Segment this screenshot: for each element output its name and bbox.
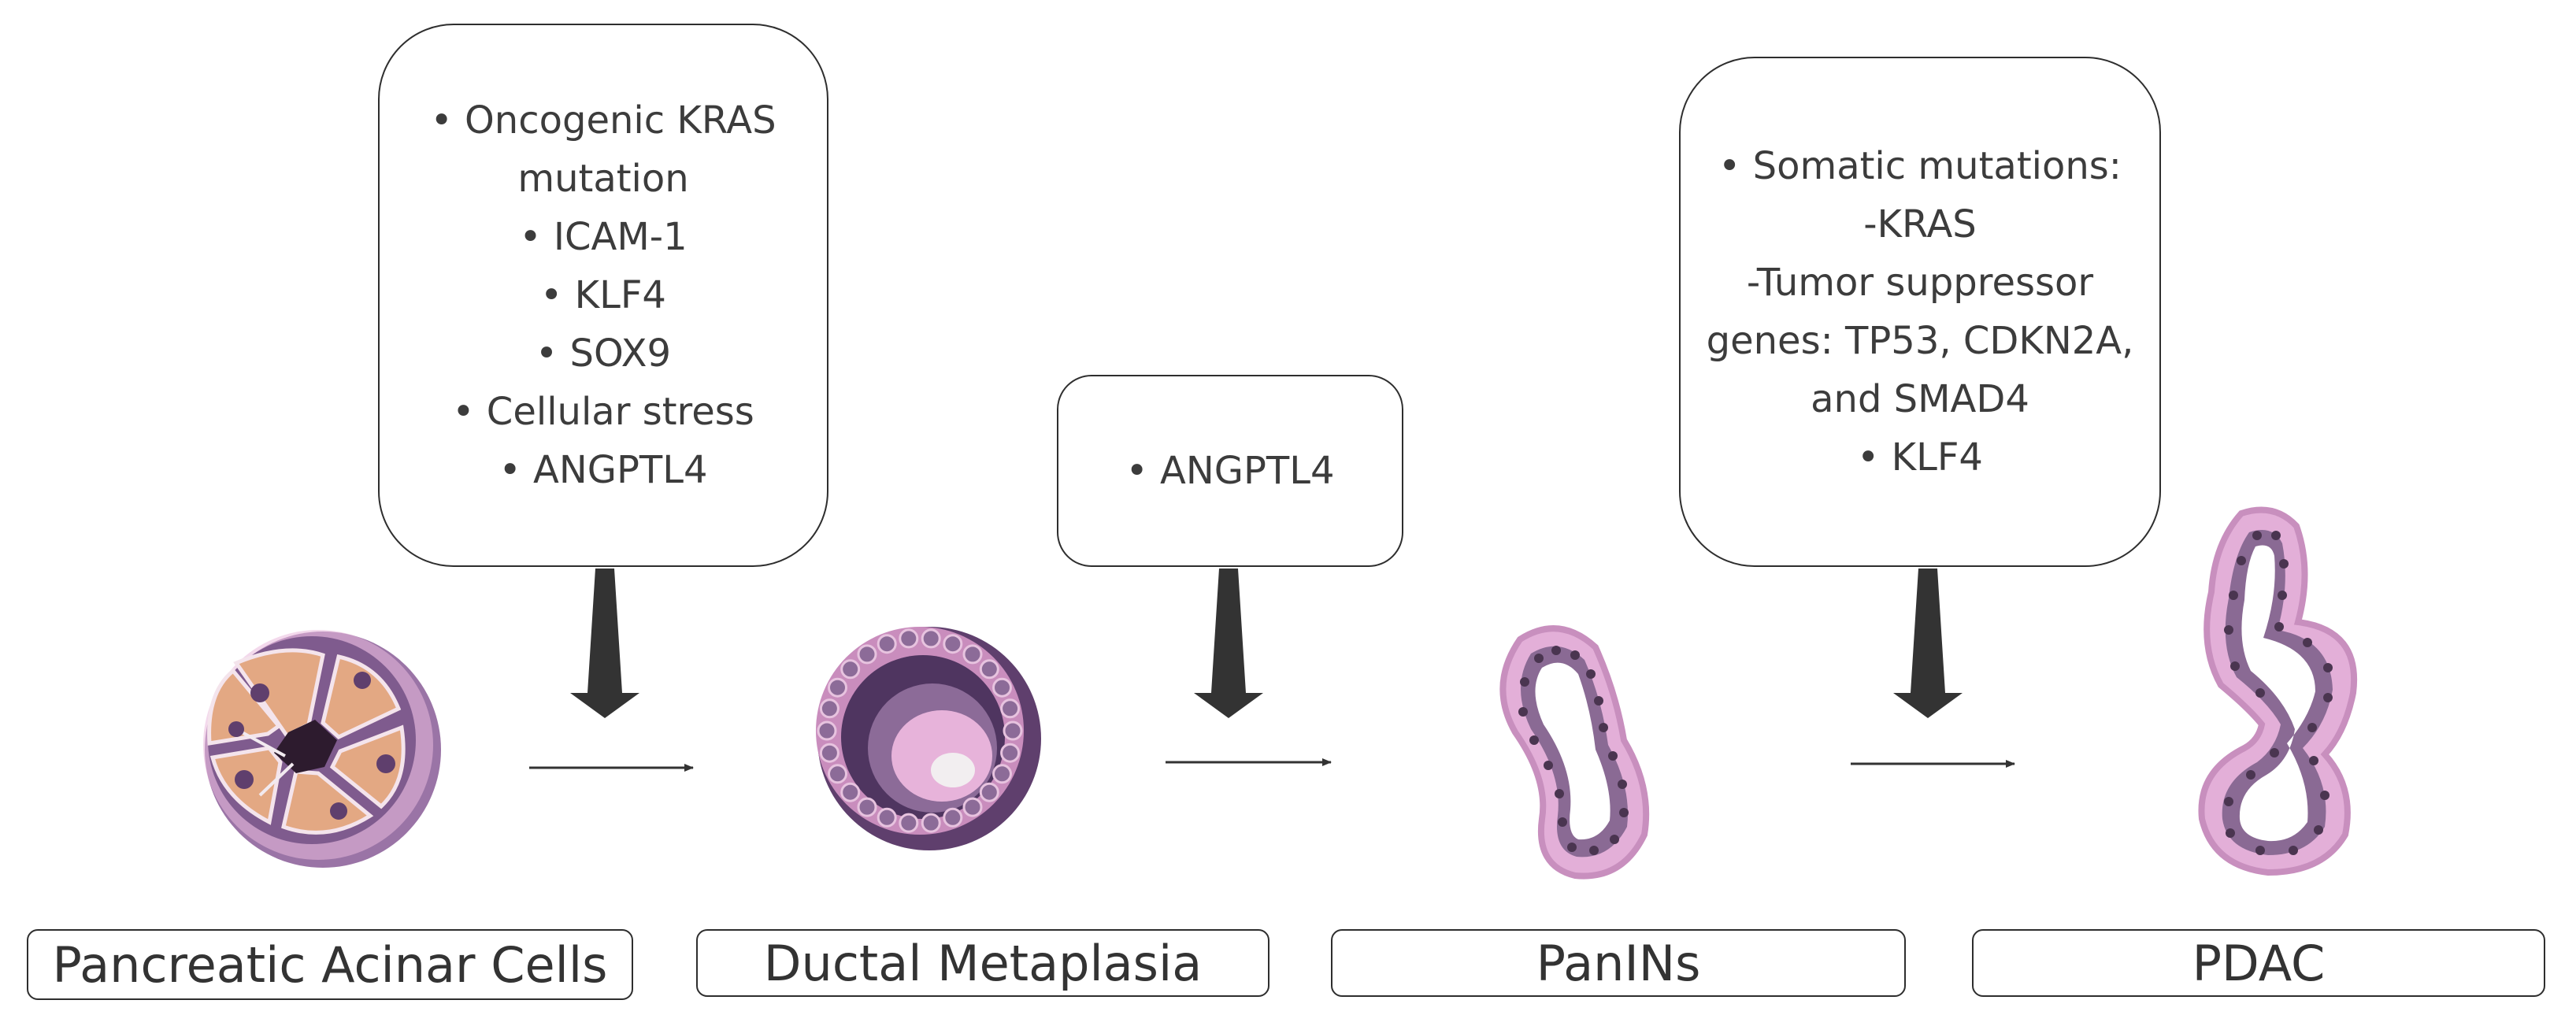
callout-line: • Somatic mutations: [1718,144,2122,188]
callout-panin-factors: • Somatic mutations: -KRAS -Tumor suppre… [1679,57,2161,567]
ductal-metaplasia-illustration-icon [816,627,1041,850]
callout-line: -Tumor suppressor [1746,261,2094,305]
nucleus-icon [899,628,919,649]
nucleus-icon [828,764,847,784]
nucleus-icon [877,634,897,654]
nucleus-icon [1000,698,1021,719]
callout-line: • Cellular stress [452,390,754,434]
stage-label-panins: PanINs [1331,929,1906,997]
nucleus-icon [840,659,861,680]
callout-line: • ANGPTL4 [1125,449,1335,493]
nucleus-icon [817,720,837,741]
nucleus-icon [857,644,877,665]
callout-line: • KLF4 [540,273,666,317]
callout-line: • Oncogenic KRAS [430,98,777,143]
nucleus-icon [979,782,999,802]
callout-line: genes: TP53, CDKN2A, [1706,319,2134,363]
stage-label-pdac: PDAC [1972,929,2545,997]
nucleus-icon [819,743,840,763]
nucleus-icon [877,807,897,828]
pdac-illustration-icon [2198,506,2358,876]
callout-acinar-factors: • Oncogenic KRAS mutation • ICAM-1 • KLF… [378,24,828,567]
nucleus-icon [1000,743,1021,763]
nucleus-icon [1003,720,1023,741]
callout-line: • ANGPTL4 [499,448,708,492]
nucleus-icon [819,698,840,719]
nucleus-icon [857,797,877,817]
callout-metaplasia-factors: • ANGPTL4 [1057,375,1403,567]
acinar-cell-illustration-icon [203,630,441,868]
down-arrow-icon [570,569,639,718]
panin-illustration-icon [1499,625,1650,880]
callout-line: -KRAS [1863,202,1977,246]
nucleus-icon [992,677,1012,698]
callout-line: and SMAD4 [1811,377,2029,421]
nucleus-icon [921,628,941,649]
nucleus-icon [943,634,963,654]
nucleus-icon [979,659,999,680]
stage-label-acinar: Pancreatic Acinar Cells [27,929,633,1000]
down-arrow-icon [1893,569,1963,718]
callout-line: • KLF4 [1857,435,1983,480]
nucleus-icon [899,813,919,833]
nucleus-icon [921,813,941,833]
nucleus-icon [943,807,963,828]
nucleus-icon [992,764,1012,784]
stage-label-metaplasia: Ductal Metaplasia [696,929,1269,997]
down-arrow-icon [1194,569,1263,718]
nucleus-icon [840,782,861,802]
callout-line: mutation [517,157,689,201]
nucleus-icon [962,644,983,665]
nucleus-icon [828,677,847,698]
nucleus-icon [962,797,983,817]
callout-line: • SOX9 [535,332,672,376]
callout-line: • ICAM-1 [519,215,688,259]
